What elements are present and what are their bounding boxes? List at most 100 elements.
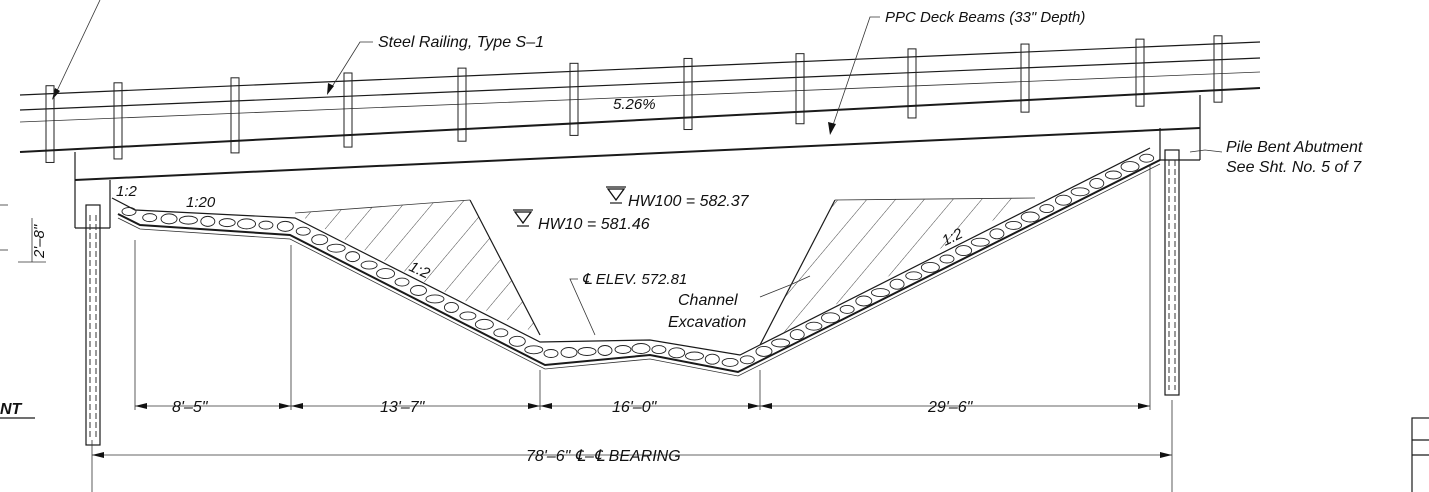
left-title-fragment: NT [0, 401, 23, 418]
grade-label: 5.26% [613, 96, 656, 113]
railing-post [1213, 35, 1223, 103]
riprap-stone [1020, 211, 1040, 223]
right-pile [1164, 149, 1180, 396]
riprap-stone [508, 335, 526, 347]
dim-seg4: 29'–6" [927, 399, 974, 416]
riprap-stone [920, 261, 940, 273]
riprap-stone [631, 343, 651, 354]
railing-post [907, 48, 917, 119]
riprap-stone [905, 271, 923, 281]
railing-post [1135, 38, 1145, 107]
riprap-stone [721, 357, 739, 367]
riprap-stone [889, 278, 905, 290]
elev-label: ℄ ELEV. 572.81 [582, 271, 687, 288]
riprap-stone [1055, 194, 1072, 206]
slope-label-1-20: 1:20 [186, 194, 216, 211]
deck-beams-arrow [828, 122, 836, 135]
riprap-stone [493, 328, 509, 338]
dim-seg1: 8'–5" [172, 399, 209, 416]
riprap-stone [1139, 153, 1155, 163]
railing-post [1020, 43, 1030, 113]
riprap-stone [543, 349, 559, 358]
railing-leader [329, 41, 373, 91]
railing-post [343, 72, 353, 148]
railing-post [230, 77, 240, 154]
riprap-stone [121, 207, 137, 216]
top-left-leader [54, 0, 101, 96]
abutment-label-line1: Pile Bent Abutment [1226, 139, 1363, 156]
riprap-stone [237, 218, 257, 230]
riprap-stone [1039, 204, 1055, 214]
riprap-stone [651, 345, 667, 355]
dim-seg2: 13'–7" [380, 399, 426, 416]
railing-post [569, 62, 579, 136]
riprap-stone [1089, 177, 1105, 189]
hatch-top-left [294, 199, 471, 214]
riprap-stone [1005, 220, 1023, 230]
abutment-leader [1189, 149, 1223, 153]
riprap-stone [560, 347, 578, 358]
riprap-stone [704, 353, 720, 365]
riprap-stone [459, 311, 477, 321]
riprap-stone [311, 234, 329, 246]
left-pile [85, 204, 101, 446]
riprap-stone [474, 318, 494, 330]
railing-arrow [327, 83, 334, 95]
dim-seg3: 16'–0" [612, 399, 658, 416]
railing-post [113, 82, 123, 160]
excavation-left-hatch [295, 200, 540, 335]
steel-railing [19, 35, 1261, 163]
riprap-stone [326, 243, 346, 253]
riprap-stone [805, 321, 823, 331]
channel-leader [759, 275, 811, 298]
riprap-stone [295, 226, 311, 236]
railing-post [45, 85, 55, 163]
deck-beams [19, 87, 1261, 229]
riprap-stone [855, 295, 873, 307]
riprap-stone [276, 220, 294, 232]
riprap-stone [142, 213, 158, 223]
railing-post [457, 67, 467, 142]
riprap-stone [360, 260, 378, 270]
left-margin-fragment [0, 204, 46, 419]
riprap-stone [1070, 187, 1090, 197]
riprap-stone [870, 288, 890, 298]
riprap-stone [597, 345, 613, 356]
riprap-stone [1104, 170, 1122, 180]
hatch-boundary-right [759, 199, 836, 346]
riprap-stone [989, 228, 1005, 240]
abutment-label-line2: See Sht. No. 5 of 7 [1226, 159, 1362, 176]
riprap-stone [425, 294, 445, 304]
riprap-stone [394, 277, 410, 287]
hw100-label: HW100 = 582.37 [628, 193, 750, 210]
deck-beams-label: PPC Deck Beams (33" Depth) [885, 9, 1085, 26]
hw10-label: HW10 = 581.46 [538, 216, 650, 233]
riprap-stone [410, 285, 427, 296]
riprap-stone [668, 347, 686, 359]
hatch-top-right [834, 197, 1036, 201]
riprap-stone [739, 355, 755, 365]
riprap-stone [577, 347, 597, 356]
railing-post [795, 53, 805, 125]
hw10-symbol [513, 209, 533, 227]
riprap-stone [178, 215, 198, 225]
channel-lining [111, 147, 1161, 377]
elev-leader [569, 278, 596, 336]
right-table-fragment [1411, 417, 1429, 492]
slope-label-left: 1:2 [116, 183, 138, 200]
dimension-lines [91, 165, 1173, 492]
railing-post [683, 57, 693, 131]
dim-overall: 78'–6" ℄–℄ BEARING [526, 448, 681, 465]
riprap-stone [218, 218, 236, 228]
channel-label-line2: Excavation [668, 314, 746, 331]
left-small-dim-label: 2'–8" [31, 224, 48, 259]
riprap-stone [789, 329, 805, 341]
riprap-stone [614, 345, 632, 354]
riprap-stone [939, 254, 955, 264]
riprap-stone [200, 215, 216, 227]
railing-label: Steel Railing, Type S–1 [378, 34, 544, 51]
riprap-stone [258, 220, 274, 230]
riprap-stone [345, 251, 361, 263]
riprap-stone [443, 301, 459, 313]
riprap-stone [1120, 161, 1140, 173]
